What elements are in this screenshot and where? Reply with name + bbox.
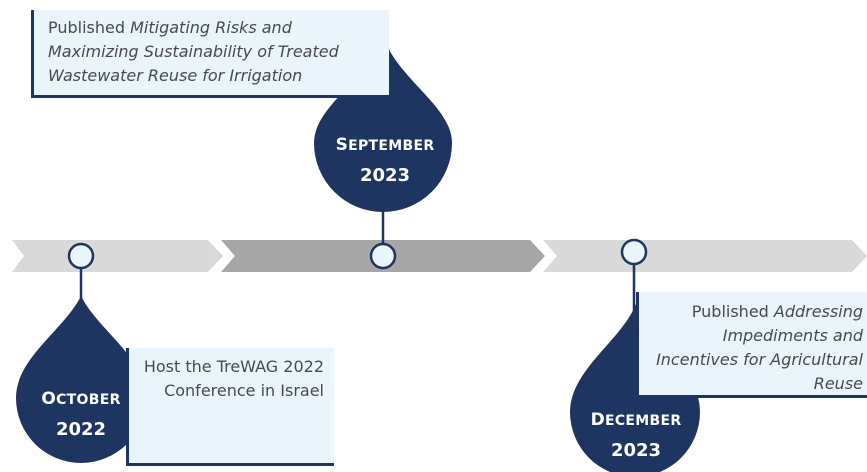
- callout-september-prefix: Published: [48, 18, 131, 37]
- callout-october: Host the TreWAG 2022 Conference in Israe…: [126, 348, 334, 466]
- timeline-segment-1: [12, 240, 223, 272]
- date-label-october: OCTOBER 2022: [16, 384, 146, 445]
- node-september: [369, 242, 397, 270]
- month-october-initial: O: [41, 389, 57, 409]
- node-october: [67, 242, 95, 270]
- timeline-segment-3: [543, 240, 867, 272]
- callout-december: Published Addressing Impediments and Inc…: [636, 292, 867, 398]
- year-october: 2022: [55, 419, 107, 440]
- year-december: 2023: [610, 440, 662, 461]
- teardrop-september: [314, 36, 452, 212]
- date-label-september: SEPTEMBER 2023: [320, 130, 450, 191]
- month-december-initial: D: [590, 410, 605, 430]
- month-december: DECEMBER: [571, 405, 701, 436]
- callout-september: Published Mitigating Risks and Maximizin…: [31, 10, 389, 98]
- month-september-initial: S: [335, 135, 349, 155]
- month-september-rest: EPTEMBER: [348, 138, 435, 154]
- year-september: 2023: [359, 165, 411, 186]
- callout-october-text: Host the TreWAG 2022 Conference in Israe…: [143, 357, 324, 400]
- teardrop-october: [16, 296, 146, 463]
- callout-december-prefix: Published: [691, 302, 774, 321]
- month-december-rest: ECEMBER: [604, 413, 682, 429]
- node-december: [620, 238, 648, 266]
- callout-september-title: Mitigating Risks and Maximizing Sustaina…: [48, 18, 339, 85]
- teardrop-december: [570, 304, 700, 472]
- month-october: OCTOBER: [16, 384, 146, 415]
- callout-december-title: Addressing Impediments and Incentives fo…: [656, 302, 863, 393]
- month-october-rest: CTOBER: [56, 392, 121, 408]
- month-september: SEPTEMBER: [320, 130, 450, 161]
- date-label-december: DECEMBER 2023: [571, 405, 701, 466]
